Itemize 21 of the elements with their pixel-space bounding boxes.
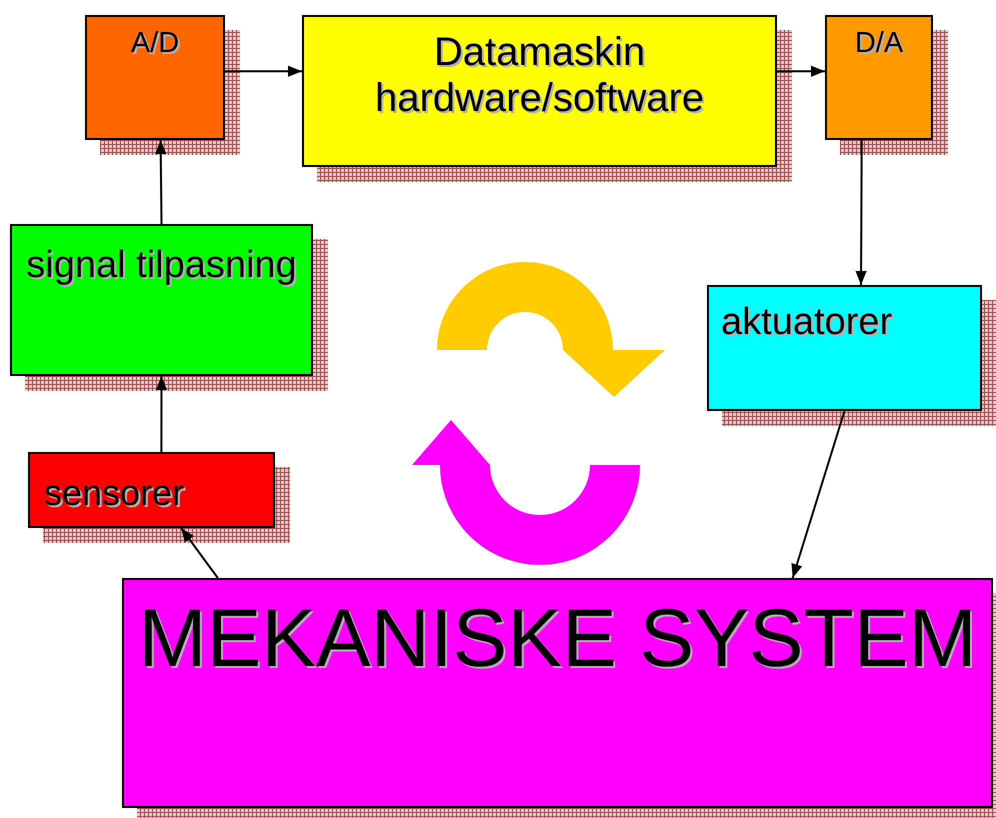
block-box bbox=[122, 578, 993, 808]
block-label: Datamaskin hardware/software bbox=[374, 29, 706, 121]
block-label: signal tilpasning bbox=[25, 244, 298, 288]
block-label: MEKANISKE SYSTEM bbox=[137, 592, 978, 686]
arrow bbox=[155, 140, 166, 224]
arrow bbox=[180, 527, 219, 579]
arrow bbox=[777, 66, 825, 77]
block-label: D/A bbox=[854, 27, 904, 60]
arrow bbox=[791, 410, 846, 578]
block-box bbox=[825, 15, 933, 140]
block-label: aktuatorer bbox=[721, 301, 894, 345]
block-box bbox=[707, 285, 982, 411]
block-label: sensorer bbox=[44, 472, 186, 514]
block-label: A/D bbox=[130, 27, 180, 60]
block-box bbox=[302, 15, 777, 167]
arrow bbox=[225, 66, 302, 77]
block-box bbox=[10, 224, 313, 376]
block-box bbox=[85, 15, 225, 140]
block-box bbox=[28, 452, 275, 528]
arrow bbox=[855, 140, 867, 285]
arrow bbox=[156, 376, 168, 452]
